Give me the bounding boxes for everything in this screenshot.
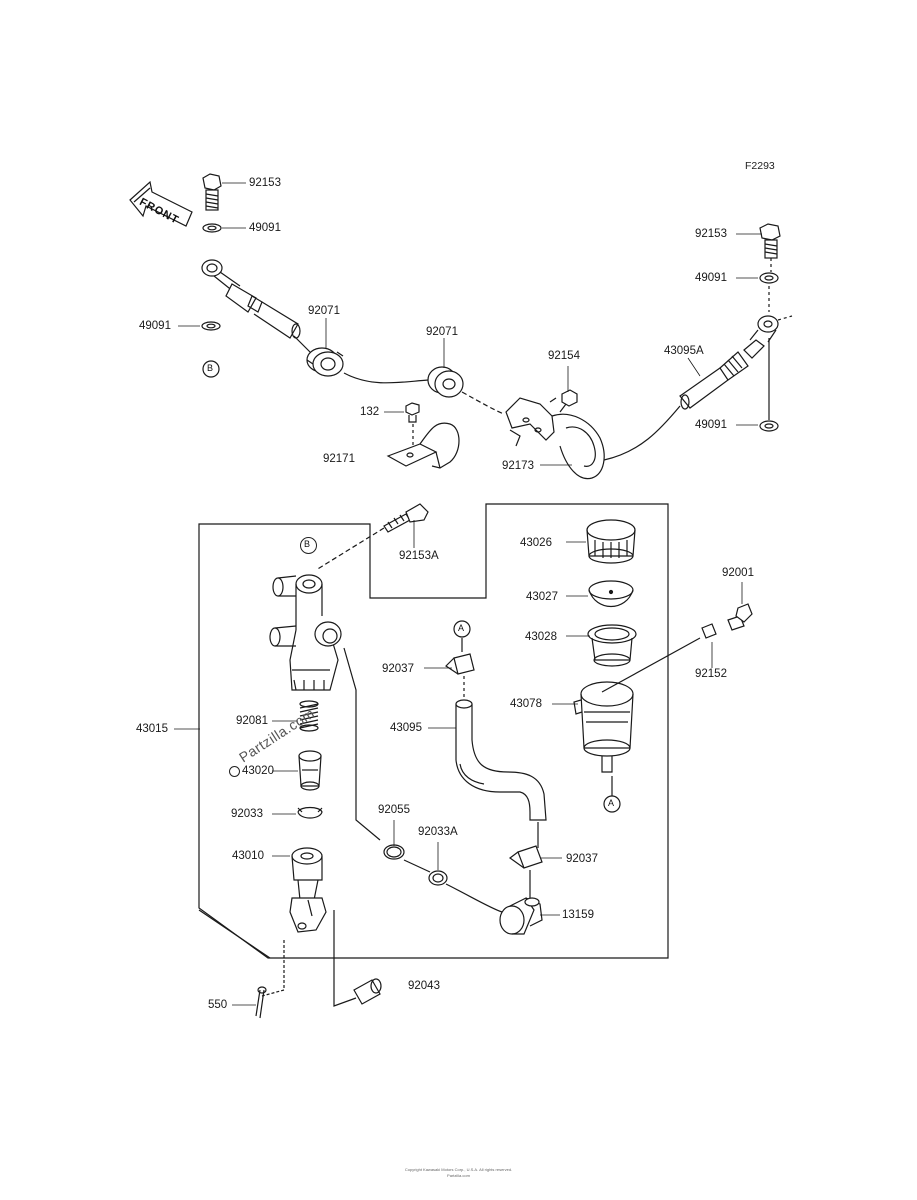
ref-a-label-top: A <box>458 623 465 633</box>
ref-b-circle <box>202 360 220 378</box>
part-label-43028: 43028 <box>525 631 557 643</box>
pin-92043 <box>353 978 382 1005</box>
circle-mark-43020 <box>229 766 240 777</box>
part-label-92173: 92173 <box>502 460 534 472</box>
ref-b-label: B <box>207 363 214 373</box>
washer-49091-right-top <box>759 272 779 284</box>
diagram-code: F2293 <box>745 160 775 172</box>
clutch-cable-left-end <box>201 259 311 353</box>
diaphragm-plate-43027 <box>588 580 634 607</box>
master-cylinder-body <box>269 574 342 691</box>
clutch-cable-right-end <box>679 315 793 410</box>
part-label-92037-bottom: 92037 <box>566 853 598 865</box>
part-label-43027: 43027 <box>526 591 558 603</box>
hose-clamp-92037-top <box>445 653 475 675</box>
part-label-92001: 92001 <box>722 567 754 579</box>
cotter-pin-550 <box>255 986 267 1019</box>
ref-b-circle-body <box>300 537 317 554</box>
bracket-92171 <box>386 422 460 469</box>
washer-49091-left <box>201 321 221 331</box>
grommet-92071-mid <box>427 366 464 398</box>
o-ring-92055 <box>383 844 405 860</box>
bolt-92153a <box>383 503 429 533</box>
ref-a-label-bottom: A <box>608 798 615 808</box>
bolt-92153-right <box>759 223 781 272</box>
part-label-92033a: 92033A <box>418 826 458 838</box>
part-label-92055: 92055 <box>378 804 410 816</box>
reservoir-cap-43026 <box>586 519 636 564</box>
bolt-92153-left <box>202 173 222 233</box>
circlip-92033a <box>428 870 448 886</box>
piston-43020 <box>298 750 322 791</box>
part-label-43010: 43010 <box>232 850 264 862</box>
part-label-43026: 43026 <box>520 537 552 549</box>
bolt-132 <box>405 402 420 423</box>
part-label-92154: 92154 <box>548 350 580 362</box>
diaphragm-43028 <box>587 624 637 667</box>
part-label-550: 550 <box>208 999 228 1011</box>
part-label-49091-right-top: 49091 <box>695 272 727 284</box>
footer-copyright: Copyright Kawasaki Motors Corp., U.S.A. … <box>404 1167 513 1172</box>
reservoir-tank-43078 <box>573 681 634 773</box>
part-label-13159: 13159 <box>562 909 594 921</box>
part-label-132: 132 <box>360 406 380 418</box>
part-label-92037-top: 92037 <box>382 663 414 675</box>
bolt-92001 <box>727 603 753 631</box>
part-label-92153a: 92153A <box>399 550 439 562</box>
reservoir-hose-43095 <box>455 699 547 821</box>
part-label-92033: 92033 <box>231 808 263 820</box>
part-label-92071-left: 92071 <box>308 305 340 317</box>
part-label-92071-mid: 92071 <box>426 326 458 338</box>
part-label-92043: 92043 <box>408 980 440 992</box>
bolt-92154 <box>549 389 578 413</box>
part-label-92171: 92171 <box>323 453 355 465</box>
part-label-92153-left: 92153 <box>249 177 281 189</box>
hose-clamp-92037-bottom <box>508 845 543 869</box>
front-arrow-icon <box>129 180 193 227</box>
part-label-43015: 43015 <box>136 723 168 735</box>
part-label-92081: 92081 <box>236 715 268 727</box>
part-label-49091-top: 49091 <box>249 222 281 234</box>
part-label-43078: 43078 <box>510 698 542 710</box>
bracket-92173 <box>505 397 605 480</box>
part-label-43095: 43095 <box>390 722 422 734</box>
ref-a-top-circle <box>453 620 471 638</box>
part-label-49091-right-bottom: 49091 <box>695 419 727 431</box>
part-label-49091-left: 49091 <box>139 320 171 332</box>
part-label-92152: 92152 <box>695 668 727 680</box>
grommet-92071-left <box>306 347 344 377</box>
leader-lines <box>174 182 762 1006</box>
circlip-92033 <box>297 806 323 819</box>
footer-site: Partzilla.com <box>447 1173 470 1178</box>
part-label-43095a: 43095A <box>664 345 704 357</box>
part-label-43020: 43020 <box>242 765 274 777</box>
elbow-fitting-13159 <box>499 897 543 935</box>
spring-92081 <box>299 700 319 732</box>
push-rod-clevis <box>289 879 327 933</box>
boot-43010 <box>291 847 323 881</box>
part-label-92153-right: 92153 <box>695 228 727 240</box>
nut-92152 <box>701 623 717 639</box>
washer-49091-right-bottom <box>759 420 779 432</box>
